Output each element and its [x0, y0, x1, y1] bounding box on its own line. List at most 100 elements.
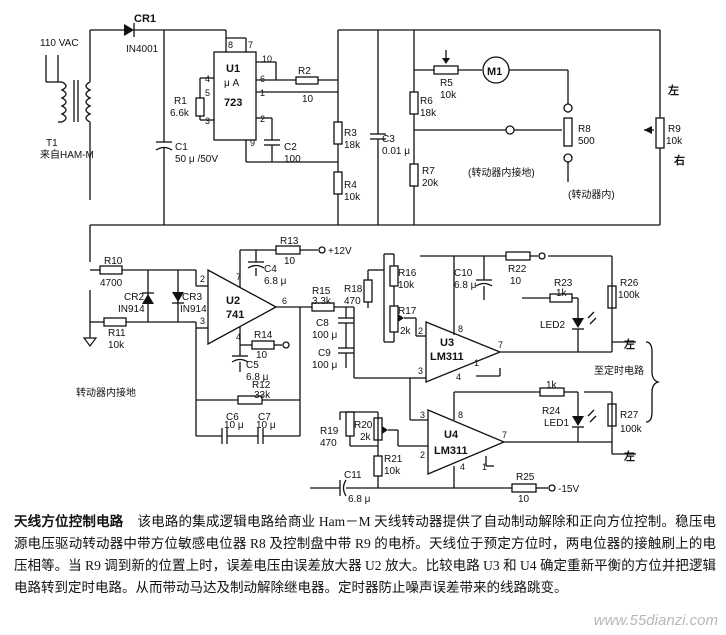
diode-cr3: [172, 292, 184, 304]
resistor-r4: [333, 171, 343, 195]
r18-label: R18: [344, 284, 363, 295]
r17-value: 2k: [400, 326, 412, 337]
r23-label: R23: [554, 278, 573, 289]
circuit-schematic: 110 VAC T1 来自HAM-M CR1 IN4001 C1 50 μ /5…: [40, 13, 685, 505]
resistor-r13: [275, 245, 301, 255]
r2-label: R2: [298, 66, 311, 77]
caption: 天线方位控制电路该电路的集成逻辑电路给商业 Ham－M 天线转动器提供了自动制动…: [14, 511, 716, 599]
resistor-r5: [433, 65, 459, 75]
c2-label: C2: [284, 142, 297, 153]
resistor-r25: [511, 483, 537, 493]
resistor-r19: [345, 411, 355, 437]
capacitor-c10: [475, 279, 493, 287]
resistor-r1: [195, 97, 205, 117]
resistor-r27: [607, 403, 617, 427]
r2-value: 10: [302, 94, 314, 105]
c10-value: 6.8 μ: [454, 280, 477, 291]
r3-value: 18k: [344, 140, 361, 151]
resistor-r3: [333, 121, 343, 145]
u3-pin3: 3: [418, 366, 423, 376]
u4-label: U4: [444, 429, 459, 441]
u3-pin2: 2: [418, 326, 423, 336]
r15-value: 3.3k: [312, 296, 332, 307]
r21-value: 10k: [384, 466, 401, 477]
r4-label: R4: [344, 180, 357, 191]
c8-label: C8: [316, 318, 329, 329]
u4-pin8: 8: [458, 410, 463, 420]
cr3-label: CR3: [182, 292, 202, 303]
diode-cr1: [124, 23, 135, 37]
left3-label: 左: [623, 449, 635, 463]
u2-pin6: 6: [282, 296, 287, 306]
r8-label: R8: [578, 124, 591, 135]
led1-label: LED1: [544, 418, 569, 429]
u2-pin3: 3: [200, 316, 205, 326]
u2-label: U2: [226, 295, 240, 307]
c1-value: 50 μ /50V: [175, 154, 218, 165]
r5-value: 10k: [440, 90, 457, 101]
comparator-u3: [425, 321, 502, 383]
u1-type: μ A: [224, 78, 240, 89]
right-label: 右: [673, 153, 685, 167]
r4-value: 10k: [344, 192, 361, 203]
regulator-u1: [213, 51, 257, 141]
capacitor-c11: [339, 479, 347, 497]
u4-pin3: 3: [420, 410, 425, 420]
cr2-label: CR2: [124, 292, 144, 303]
c8-value: 100 μ: [312, 330, 337, 341]
resistor-r26: [607, 285, 617, 309]
minus15v-label: -15V: [558, 484, 579, 495]
r17-label: R17: [398, 306, 417, 317]
resistor-r8: [563, 117, 573, 147]
r22-value: 10: [510, 276, 522, 287]
u1-number: 723: [224, 97, 242, 109]
transformer-t1: [45, 30, 92, 200]
c6-label: C6: [226, 412, 239, 423]
caption-body: 该电路的集成逻辑电路给商业 Ham－M 天线转动器提供了自动制动解除和正向方位控…: [14, 514, 717, 595]
cr3-part: IN914: [180, 304, 207, 315]
capacitor-c2: [264, 139, 280, 146]
r24-label: R24: [542, 406, 561, 417]
c11-value: 6.8 μ: [348, 494, 371, 505]
c7-value: 10 μ: [256, 420, 276, 431]
timer-brace: [645, 341, 661, 423]
vac-label: 110 VAC: [40, 38, 79, 49]
rotator-ground2-label: 转动器内接地: [76, 386, 136, 399]
resistor-r14: [251, 340, 275, 350]
comparator-u4: [427, 409, 506, 475]
c10-label: C10: [454, 268, 473, 279]
capacitor-c9: [338, 347, 354, 354]
r11-value: 10k: [108, 340, 125, 351]
r1-value: 6.6k: [170, 108, 190, 119]
c9-value: 100 μ: [312, 360, 337, 371]
r7-value: 20k: [422, 178, 439, 189]
r19-label: R19: [320, 426, 339, 437]
r12-value: 33k: [254, 390, 271, 401]
r9-label: R9: [668, 124, 681, 135]
rotator-inside-label: (转动器内): [568, 188, 615, 201]
c5-label: C5: [246, 360, 259, 371]
resistor-r18: [363, 279, 373, 303]
r15-label: R15: [312, 286, 331, 297]
u1-label: U1: [226, 63, 240, 75]
r1-label: R1: [174, 96, 187, 107]
u4-pin4: 4: [460, 462, 465, 472]
capacitor-c1: [155, 141, 173, 151]
r23-value: 1k: [556, 288, 568, 299]
r5-label: R5: [440, 78, 453, 89]
r9-value: 10k: [666, 136, 683, 147]
u3-pin8: 8: [458, 324, 463, 334]
c4-value: 6.8 μ: [264, 276, 287, 287]
r11-label: R11: [108, 328, 126, 339]
r21-label: R21: [384, 454, 403, 465]
c6-value: 10 μ: [224, 420, 244, 431]
r14-value: 10: [256, 350, 268, 361]
left2-label: 左: [623, 337, 635, 351]
resistor-r22: [505, 251, 531, 261]
r7-label: R7: [422, 166, 435, 177]
u1-pin1: 1: [260, 88, 265, 98]
c7-label: C7: [258, 412, 271, 423]
c2-value: 100: [284, 154, 301, 165]
u3-pin1: 1: [474, 358, 479, 368]
cr1-label: CR1: [134, 13, 156, 25]
